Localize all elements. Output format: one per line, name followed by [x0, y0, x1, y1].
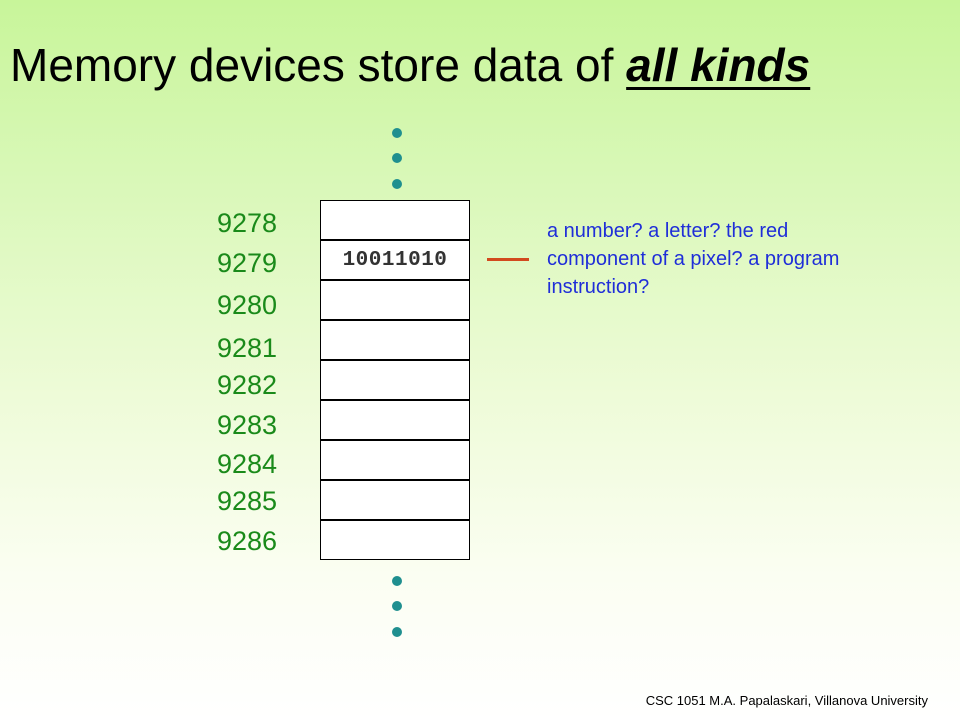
title-prefix: Memory devices store data of: [10, 39, 627, 91]
memory-cell: [320, 400, 470, 440]
ellipsis-dot-top-1: [392, 128, 402, 138]
ellipsis-dot-top-2: [392, 153, 402, 163]
address-label: 9285: [217, 486, 278, 516]
address-label: 9280: [217, 290, 278, 320]
address-label: 9284: [217, 449, 278, 479]
address-label: 9279: [217, 248, 278, 278]
address-label: 9283: [217, 410, 278, 440]
ellipsis-dot-bottom-3: [392, 627, 402, 637]
memory-cell-value: [321, 401, 469, 439]
memory-cell: [320, 440, 470, 480]
ellipsis-dot-bottom-1: [392, 576, 402, 586]
annotation-text: a number? a letter? the red component of…: [547, 220, 840, 298]
ellipsis-dot-top-3: [392, 179, 402, 189]
memory-cell-value: [321, 521, 469, 559]
title-emphasis: all kinds: [626, 39, 811, 91]
address-label: 9278: [217, 208, 278, 238]
footer-credit: CSC 1051 M.A. Papalaskari, Villanova Uni…: [645, 693, 928, 708]
memory-cell-value: [321, 201, 469, 239]
memory-cell-value: [321, 281, 469, 319]
slide-title: Memory devices store data of all kinds: [10, 40, 810, 91]
memory-cell: 10011010: [320, 240, 470, 280]
ellipsis-dot-bottom-2: [392, 601, 402, 611]
memory-cell: [320, 520, 470, 560]
memory-cell: [320, 360, 470, 400]
memory-cell: [320, 320, 470, 360]
memory-cell: [320, 280, 470, 320]
memory-cell-value: [321, 441, 469, 479]
memory-cell-value: [321, 321, 469, 359]
memory-cell-value: [321, 361, 469, 399]
address-label: 9286: [217, 526, 278, 556]
memory-cell-value: [321, 481, 469, 519]
memory-cell: [320, 200, 470, 240]
annotation-connector-line: [487, 258, 529, 261]
memory-cell-value: 10011010: [342, 248, 448, 272]
memory-cell: [320, 480, 470, 520]
address-label: 9282: [217, 370, 278, 400]
address-label: 9281: [217, 333, 278, 363]
